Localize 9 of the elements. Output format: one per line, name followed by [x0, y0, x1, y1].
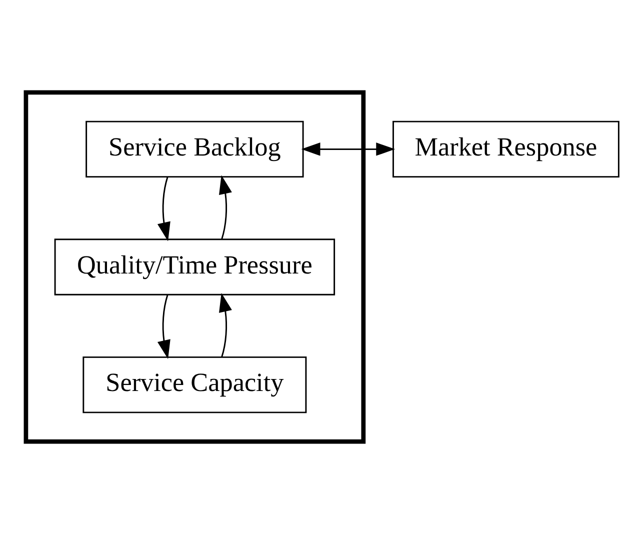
- arrow: [157, 177, 170, 242]
- node-box: Service Backlog: [86, 120, 304, 178]
- arrow: [157, 294, 170, 360]
- arrow: [218, 292, 232, 358]
- node-box: Market Response: [392, 120, 620, 178]
- node-box: Quality/Time Pressure: [54, 238, 336, 296]
- node-box: Service Capacity: [82, 356, 307, 414]
- cluster: [24, 90, 366, 444]
- arrow: [218, 175, 232, 240]
